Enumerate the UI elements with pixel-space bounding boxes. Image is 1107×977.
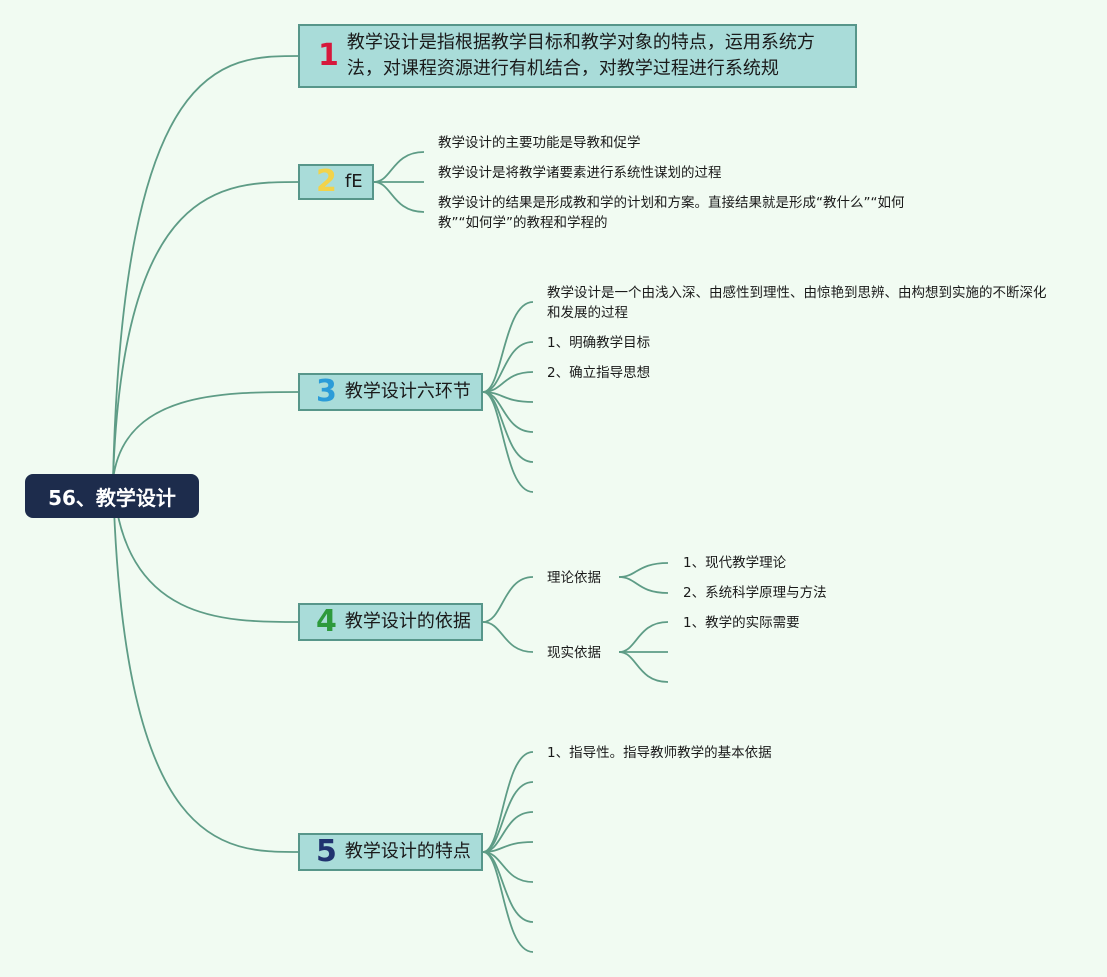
topic-label-5: 教学设计的特点 [344, 840, 471, 862]
connector-reality-leaf-3 [618, 651, 669, 683]
connector-topic-4-reality [482, 621, 534, 653]
connector-topic-3-leaf-2 [482, 341, 534, 393]
connector-topic-5-leaf-2 [482, 781, 534, 853]
connector-topic-2-leaf-3 [373, 181, 425, 213]
leaf-5-1[interactable]: 1、指导性。指导教师教学的基本依据 [547, 745, 772, 761]
topic-number-4: 4 [316, 604, 337, 639]
connector-root-topic-5 [112, 479, 299, 853]
topic-label-3: 教学设计六环节 [344, 380, 471, 402]
topic-number-5: 5 [316, 834, 337, 869]
leaf-2-3[interactable]: 教学设计的结果是形成教和学的计划和方案。直接结果就是形成“教什么”“如何教”“如… [438, 195, 905, 231]
connector-topic-2-leaf-1 [373, 151, 425, 183]
root-node[interactable]: 56、教学设计 [25, 474, 199, 518]
topic-5[interactable]: 5 教学设计的特点 [298, 833, 483, 871]
topic-label-1: 教学设计是指根据教学目标和教学对象的特点，运用系统方法，对课程资源进行有机结合，… [346, 31, 815, 79]
leaf-2-1[interactable]: 教学设计的主要功能是导教和促学 [438, 135, 641, 151]
topic-4[interactable]: 4 教学设计的依据 [298, 603, 483, 641]
connector-topic-3-leaf-7 [482, 391, 534, 493]
topic-number-3: 3 [316, 374, 337, 409]
connector-topic-3-leaf-1 [482, 301, 534, 393]
leaf-4-1-1[interactable]: 1、现代教学理论 [683, 555, 787, 571]
connector-root-topic-4 [112, 479, 299, 623]
leaf-3-2[interactable]: 1、明确教学目标 [547, 335, 651, 351]
connector-root-topic-3 [112, 391, 299, 481]
connector-topic-5-leaf-6 [482, 851, 534, 923]
connector-root-topic-1 [112, 55, 299, 481]
leaf-4-1-2[interactable]: 2、系统科学原理与方法 [683, 585, 827, 601]
topic-number-1: 1 [318, 38, 339, 73]
connector-root-topic-2 [112, 181, 299, 481]
connector-reality-leaf-1 [618, 621, 669, 653]
leaf-3-3[interactable]: 2、确立指导思想 [547, 365, 651, 381]
topic-3[interactable]: 3 教学设计六环节 [298, 373, 483, 411]
topic-1[interactable]: 1 教学设计是指根据教学目标和教学对象的特点，运用系统方法，对课程资源进行有机结… [298, 24, 857, 88]
connector-theory-leaf-1 [618, 562, 669, 578]
topic-number-2: 2 [316, 164, 337, 199]
subtopic-reality-basis[interactable]: 现实依据 [547, 645, 601, 661]
leaf-3-1[interactable]: 教学设计是一个由浅入深、由感性到理性、由惊艳到思辨、由构想到实施的不断深化和发展… [547, 285, 1047, 321]
topic-label-4: 教学设计的依据 [344, 610, 471, 632]
connector-topic-5-leaf-7 [482, 851, 534, 953]
leaf-2-2[interactable]: 教学设计是将教学诸要素进行系统性谋划的过程 [438, 165, 722, 181]
topic-2[interactable]: 2 fE [298, 164, 374, 200]
connector-topic-4-theory [482, 576, 534, 623]
subtopic-theory-basis[interactable]: 理论依据 [547, 570, 601, 586]
root-label: 56、教学设计 [48, 485, 176, 510]
connector-theory-leaf-2 [618, 576, 669, 594]
leaf-4-2-1[interactable]: 1、教学的实际需要 [683, 615, 800, 631]
topic-label-2: fE [344, 170, 363, 192]
connector-topic-5-leaf-1 [482, 751, 534, 853]
